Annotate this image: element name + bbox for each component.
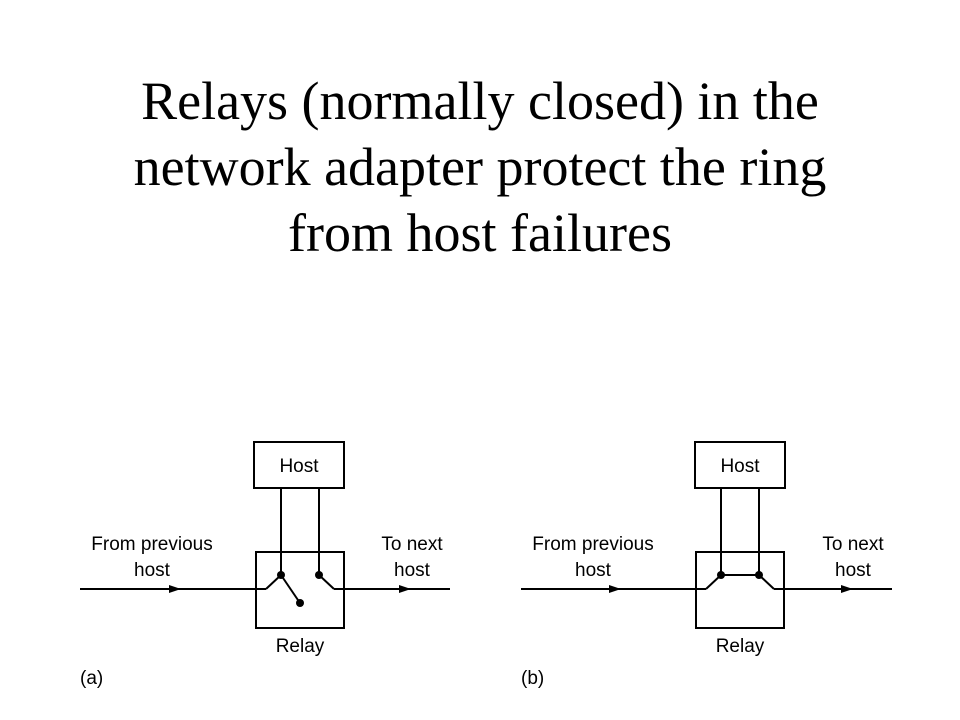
host-label: Host: [720, 456, 760, 477]
relay-label: Relay: [276, 636, 325, 657]
figure-b: Host From previous host To next: [521, 441, 892, 689]
output-label-line: host: [835, 560, 872, 581]
output-label: To next: [822, 534, 884, 555]
input-label: From previous: [532, 534, 653, 555]
relay-switch-arm: [280, 574, 301, 604]
host-label: Host: [279, 456, 319, 477]
input-label: From previous: [91, 534, 212, 555]
host-box: [253, 441, 345, 489]
input-label-line: From previous: [91, 534, 212, 555]
figure-caption: (a): [80, 668, 103, 689]
output-label: host: [835, 560, 872, 581]
figure-a: Host From previous host To next: [80, 441, 450, 689]
relay-box: [695, 551, 785, 629]
host-box: [694, 441, 786, 489]
output-label-line: To next: [381, 534, 443, 555]
output-label-line: To next: [822, 534, 884, 555]
output-label: host: [394, 560, 431, 581]
title-line: network adapter protect the ring: [133, 137, 827, 197]
contact-dot: [315, 571, 323, 579]
contact-dot: [296, 599, 304, 607]
contact-dot: [277, 571, 285, 579]
output-label: To next: [381, 534, 443, 555]
slide-title: Relays (normally closed) in the network …: [40, 68, 920, 266]
contact-dot: [755, 571, 763, 579]
input-label-line: From previous: [532, 534, 653, 555]
relay-label: Relay: [716, 636, 765, 657]
title-line: from host failures: [288, 203, 672, 263]
output-label-line: host: [394, 560, 431, 581]
relay-box: [255, 551, 345, 629]
input-label: host: [134, 560, 171, 581]
input-label: host: [575, 560, 612, 581]
input-label-line: host: [575, 560, 612, 581]
figure-caption: (b): [521, 668, 544, 689]
input-label-line: host: [134, 560, 171, 581]
contact-dot: [717, 571, 725, 579]
title-line: Relays (normally closed) in the: [141, 71, 819, 131]
